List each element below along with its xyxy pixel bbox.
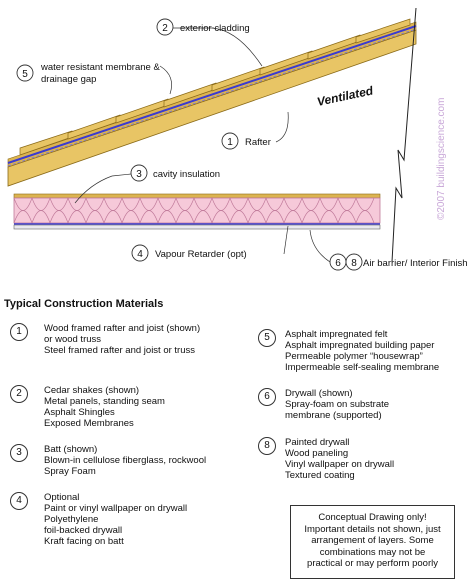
water-resistant-membrane	[7, 25, 417, 164]
material-line: Paint or vinyl wallpaper on drywall	[44, 503, 188, 514]
cavity-insulation-label: cavity insulation	[153, 169, 220, 180]
material-num: 1	[10, 323, 28, 341]
material-line: membrane (supported)	[285, 410, 382, 421]
material-line: Asphalt Shingles	[44, 407, 115, 418]
material-line: Wood framed rafter and joist (shown)	[44, 323, 201, 334]
material-item-5: 5 Asphalt impregnated felt Asphalt impre…	[258, 329, 439, 373]
materials-section: Typical Construction Materials 1 Wood fr…	[0, 292, 475, 584]
note-line: Conceptual Drawing only!	[318, 512, 427, 523]
label-num-8	[345, 253, 363, 271]
material-item-4: 4 Optional Paint or vinyl wallpaper on d…	[10, 492, 187, 547]
material-line: Wood paneling	[285, 448, 349, 459]
material-line: Vinyl wallpaper on drywall	[285, 459, 395, 470]
vapour-retarder-label: Vapour Retarder (opt)	[155, 249, 247, 260]
svg-text:4: 4	[137, 249, 143, 260]
note-line: practical or may perform poorly	[307, 558, 438, 569]
ventilated-label: Ventilated	[316, 83, 375, 109]
material-line: Textured coating	[285, 470, 355, 481]
material-num: 3	[10, 444, 28, 462]
drainage-gap-line	[7, 28, 417, 167]
svg-text:2: 2	[162, 23, 168, 34]
material-item-3: 3 Batt (shown) Blown-in cellulose fiberg…	[10, 444, 206, 477]
material-num: 8	[258, 437, 276, 455]
membrane-label-2: drainage gap	[41, 74, 96, 85]
material-num: 2	[10, 385, 28, 403]
material-item-1: 1 Wood framed rafter and joist (shown) o…	[10, 323, 200, 356]
note-line: arrangement of layers. Some	[311, 535, 434, 546]
svg-text:3: 3	[136, 169, 142, 180]
material-line: Permeable polymer “housewrap”	[285, 351, 423, 362]
material-line: Polyethylene	[44, 514, 99, 525]
note-line: combinations may not be	[319, 546, 426, 558]
material-line: Exposed Membranes	[44, 418, 134, 429]
copyright-watermark: ©2007 buildingscience.com	[436, 98, 447, 220]
material-item-6: 6 Drywall (shown) Spray-foam on substrat…	[258, 388, 389, 421]
roof-assembly-diagram: Ventilated 2 exterior cladding 5 water r…	[7, 7, 468, 271]
insulation-pattern	[13, 196, 375, 225]
material-line: Impermeable self-sealing membrane	[285, 362, 440, 373]
material-line: Steel framed rafter and joist or truss	[44, 345, 196, 356]
material-num: 6	[258, 388, 276, 406]
material-line: Metal panels, standing seam	[44, 396, 165, 407]
conceptual-note-box: Conceptual Drawing only! Important detai…	[290, 505, 455, 579]
svg-text:5: 5	[22, 69, 28, 80]
material-line: Painted drywall	[285, 437, 350, 448]
material-num: 5	[258, 329, 276, 347]
rafter	[7, 29, 417, 187]
rafter-label: Rafter	[245, 137, 271, 148]
cavity-insulation	[13, 197, 381, 224]
material-line: Batt (shown)	[44, 444, 98, 455]
break-line	[391, 7, 417, 263]
material-line: Optional	[44, 492, 80, 503]
material-line: foil-backed drywall	[44, 525, 123, 536]
material-num: 4	[10, 492, 28, 510]
label-num-2	[156, 18, 174, 36]
label-num-1	[221, 132, 239, 150]
material-line: Spray Foam	[44, 466, 96, 477]
materials-title: Typical Construction Materials	[4, 298, 164, 310]
material-line: Drywall (shown)	[285, 388, 353, 399]
exterior-cladding-label: exterior cladding	[180, 23, 250, 34]
material-line: Spray-foam on substrate	[285, 399, 390, 410]
material-line: Asphalt impregnated building paper	[285, 340, 435, 351]
note-line: Important details not shown, just	[304, 523, 441, 535]
material-line: Blown-in cellulose fiberglass, rockwool	[44, 455, 207, 466]
drywall	[13, 224, 381, 230]
label-num-5	[16, 64, 34, 82]
svg-text:1: 1	[227, 137, 233, 148]
svg-text:6: 6	[335, 258, 341, 269]
material-item-2: 2 Cedar shakes (shown) Metal panels, sta…	[10, 385, 165, 429]
air-barrier-label: Air barrier/ Interior Finish	[363, 258, 468, 269]
label-num-4	[131, 244, 149, 262]
svg-text:8: 8	[351, 258, 357, 269]
material-line: or wood truss	[44, 334, 102, 345]
membrane-label-1: water resistant membrane &	[40, 62, 160, 73]
ceiling-joist-top	[13, 193, 381, 199]
exterior-cladding	[19, 18, 411, 156]
material-line: Asphalt impregnated felt	[285, 329, 388, 340]
label-num-3	[130, 164, 148, 182]
material-item-8: 8 Painted drywall Wood paneling Vinyl wa…	[258, 437, 394, 481]
material-line: Cedar shakes (shown)	[44, 385, 140, 396]
material-line: Kraft facing on batt	[44, 536, 124, 547]
